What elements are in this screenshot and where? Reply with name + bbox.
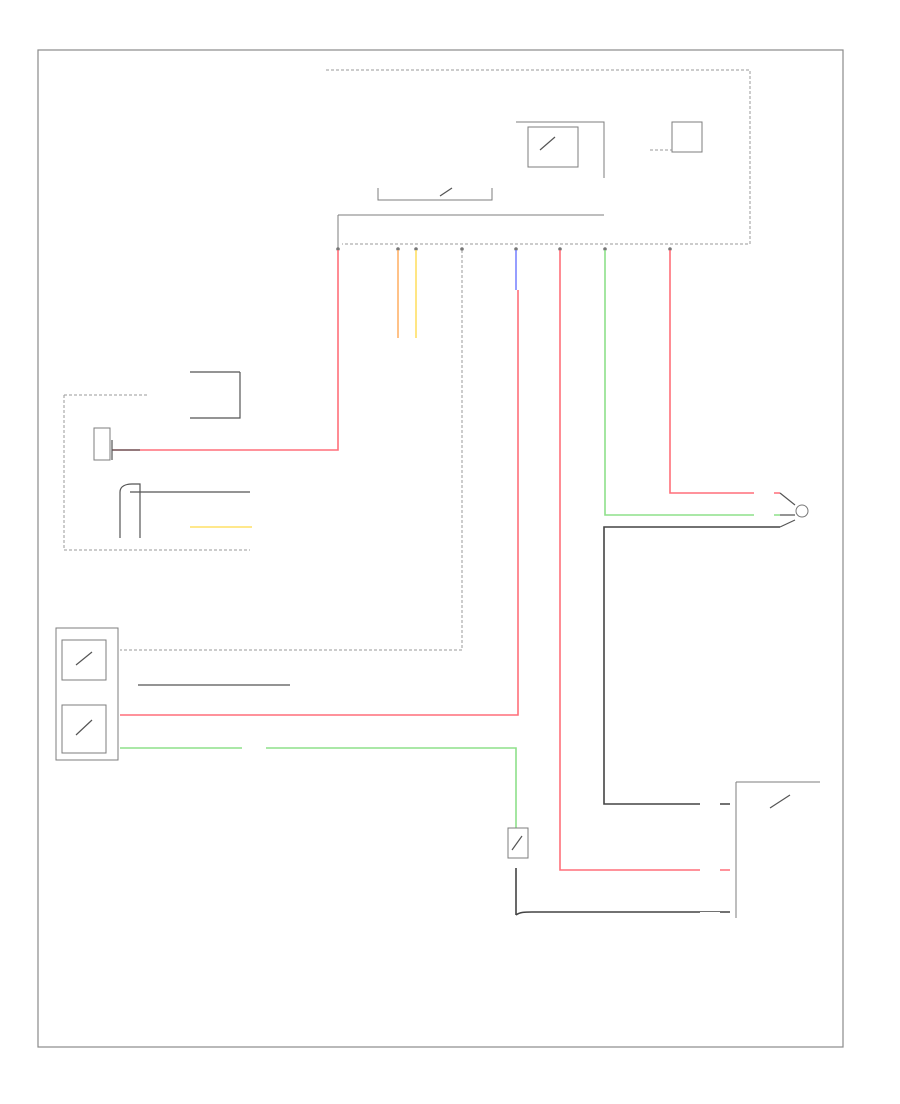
fuse-loop-wire (190, 372, 241, 419)
fuel-actuator-box (507, 827, 529, 859)
wire-red-cluster (112, 250, 339, 451)
cluster-connector (111, 440, 140, 460)
relay-contact (539, 136, 556, 151)
trunk-lamp-leads (779, 492, 796, 528)
switch-pair-frame (55, 627, 119, 761)
wire-black-release (603, 526, 780, 805)
switch-block-contact (439, 187, 453, 197)
trunk-lamp-bulb (795, 504, 809, 518)
fuel-door-switch-contact (75, 719, 93, 736)
trunk-lid-switch-contact (75, 651, 93, 666)
wire-red-lamp (669, 250, 780, 494)
release-switch-outline (735, 781, 820, 918)
connector-box (671, 121, 703, 153)
fuel-door-switch-box (61, 704, 107, 754)
wire-trunk-lid-dashed (120, 250, 463, 651)
trunk-lid-switch-box (61, 639, 107, 681)
top-module-outline (326, 69, 751, 245)
fuel-actuator-symbol (511, 835, 523, 851)
wire-red-release (559, 250, 730, 871)
diagram-frame (37, 49, 844, 1048)
wire-green-actuator (120, 747, 517, 828)
wire-black-ground (515, 868, 730, 916)
wire-green-lamp (604, 250, 780, 516)
relay-box (527, 126, 579, 168)
release-switch-contact (769, 794, 791, 809)
cluster-lamp-symbol (119, 483, 141, 538)
module-pins (336, 247, 672, 251)
wire-red-fuel-door (120, 290, 519, 716)
relay-enclosure (516, 121, 605, 178)
wire-tags (242, 490, 774, 918)
cluster-connector-block (93, 427, 111, 461)
instrument-cluster-outline (63, 394, 250, 551)
switch-block (377, 188, 493, 201)
